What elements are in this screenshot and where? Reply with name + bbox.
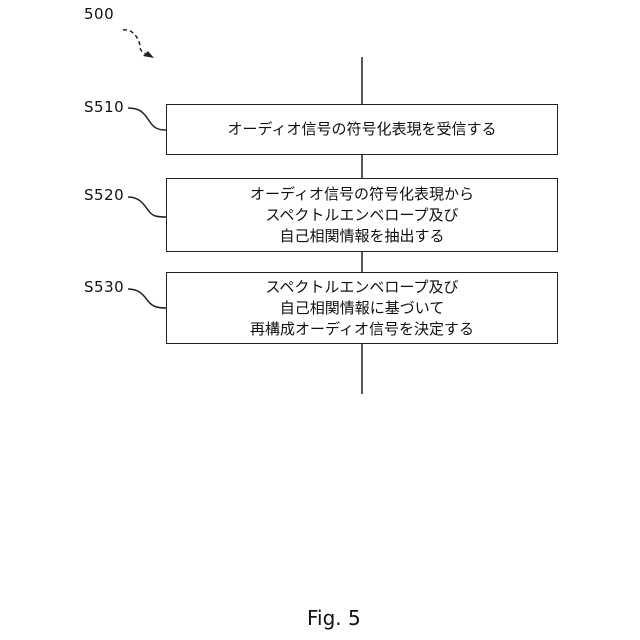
figure-caption: Fig. 5 <box>307 606 361 630</box>
step-label-s520: S520 <box>84 186 124 204</box>
reference-arrowhead-500 <box>143 51 154 58</box>
step-box-s520: オーディオ信号の符号化表現から スペクトルエンベロープ及び 自己相関情報を抽出す… <box>166 178 558 252</box>
leader-s530 <box>128 289 166 308</box>
reference-arrow-500 <box>123 30 150 56</box>
step-box-s530: スペクトルエンベロープ及び 自己相関情報に基づいて 再構成オーディオ信号を決定す… <box>166 272 558 344</box>
step-s530-line-3: 再構成オーディオ信号を決定する <box>250 319 474 340</box>
step-label-s510: S510 <box>84 98 124 116</box>
step-s520-line-3: 自己相関情報を抽出する <box>279 226 444 247</box>
leader-s520 <box>128 197 166 217</box>
step-s530-line-1: スペクトルエンベロープ及び <box>265 277 458 298</box>
step-s520-line-1: オーディオ信号の符号化表現から <box>250 184 474 205</box>
step-box-s510: オーディオ信号の符号化表現を受信する <box>166 104 558 155</box>
step-label-s530: S530 <box>84 278 124 296</box>
step-s510-line-1: オーディオ信号の符号化表現を受信する <box>228 119 497 140</box>
step-s520-line-2: スペクトルエンベロープ及び <box>265 205 458 226</box>
diagram-number-500: 500 <box>84 5 114 23</box>
step-s530-line-2: 自己相関情報に基づいて <box>280 298 445 319</box>
leader-s510 <box>128 108 166 130</box>
